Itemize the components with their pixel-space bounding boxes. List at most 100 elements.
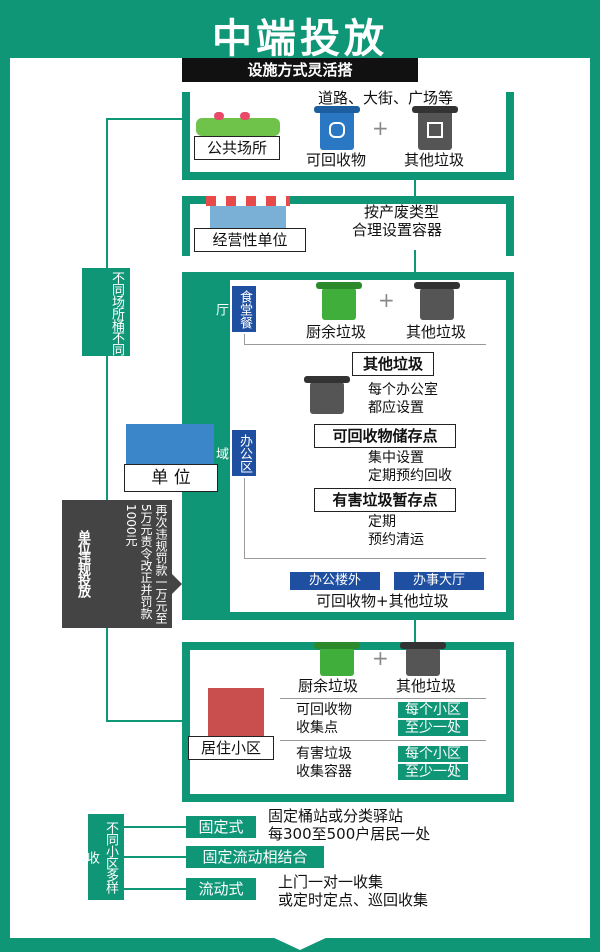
outside-text: 可回收物+其他垃圾 [316, 592, 449, 610]
recycle-bin-icon [320, 110, 354, 150]
plus-sign: + [372, 116, 389, 140]
business-line2: 合理设置容器 [352, 221, 443, 239]
connector-residential [106, 720, 186, 722]
business-label: 经营性单位 [194, 228, 306, 252]
link-3 [414, 620, 416, 642]
content-panel [10, 58, 590, 938]
bin-lid [414, 282, 460, 289]
connector-public [106, 118, 186, 120]
divider [244, 334, 245, 344]
public-caption: 道路、大街、广场等 [318, 89, 454, 107]
office-other-heading: 其他垃圾 [352, 352, 434, 376]
office-tag: 办公区域 [213, 430, 256, 476]
res-row-name: 收集点 [296, 720, 338, 736]
res-frame-right [506, 642, 514, 802]
plus-sign: + [372, 646, 389, 670]
unit-frame-top [182, 272, 512, 280]
office-hazard-desc: 定期 [368, 514, 396, 530]
divider [244, 478, 245, 558]
flower-icon [214, 112, 224, 120]
res-row-tag: 至少一处 [398, 720, 468, 736]
canteen-tag: 食堂餐厅 [213, 286, 256, 332]
outside-tag: 办公楼外 [290, 572, 380, 590]
divider [244, 558, 486, 559]
lawn-icon [196, 118, 280, 136]
business-frame-right [506, 196, 514, 256]
other-bin-icon [418, 110, 452, 150]
mode-tag-mobile: 流动式 [186, 878, 256, 900]
left-label: 不同场所桶不同 [109, 271, 124, 355]
res-frame-left [182, 642, 190, 802]
hall-tag: 办事大厅 [394, 572, 484, 590]
link-2 [414, 250, 416, 272]
res-row-tag: 至少一处 [398, 764, 468, 780]
bin-lid [314, 642, 360, 649]
bin-lid [304, 376, 350, 383]
office-recycle-heading: 可回收物储存点 [314, 424, 456, 448]
plus-sign: + [378, 288, 395, 312]
bin-lid [314, 106, 360, 113]
bin-label-other: 其他垃圾 [396, 677, 457, 695]
business-line1: 按产废类型 [364, 203, 440, 221]
office-other-desc: 都应设置 [368, 400, 424, 416]
other-bin-icon [420, 288, 454, 320]
connector [124, 888, 186, 890]
unit-frame-bottom [182, 612, 512, 620]
apartment-icon [208, 688, 264, 736]
link-1 [414, 180, 416, 196]
res-frame-bottom [182, 794, 512, 802]
flower-icon [240, 112, 250, 120]
business-frame-left [182, 196, 190, 256]
mode-desc: 每300至500户居民一处 [268, 825, 431, 843]
bin-label-kitchen: 厨余垃圾 [306, 323, 367, 341]
warning-text: 再次违规罚款一万元至5万元责令改正并罚款1000元 [124, 504, 168, 624]
public-frame-right [506, 92, 514, 180]
other-bin-icon [406, 648, 440, 676]
res-row-tag: 每个小区 [398, 746, 468, 762]
bin-lid [412, 106, 458, 113]
connector [124, 826, 186, 828]
public-label: 公共场所 [194, 136, 280, 160]
warning-heading: 单位违规投放 [75, 530, 90, 596]
collection-label: 不同小区多样收 [84, 821, 118, 893]
res-row-name: 收集容器 [296, 764, 352, 780]
connector [124, 856, 186, 858]
public-frame-left [182, 92, 190, 180]
kitchen-bin-icon [322, 288, 356, 320]
bottom-arrow [270, 936, 330, 950]
left-label-box [82, 268, 130, 356]
shop-awning-icon [206, 196, 290, 206]
mode-tag-combined: 固定流动相结合 [186, 846, 324, 868]
mode-desc: 固定桶站或分类驿站 [268, 807, 404, 825]
bin-label-recycle: 可回收物 [306, 151, 367, 169]
bin-label-other: 其他垃圾 [406, 323, 467, 341]
mode-tag-fixed: 固定式 [186, 816, 256, 838]
office-hazard-heading: 有害垃圾暂存点 [314, 488, 456, 512]
left-connector [106, 118, 108, 720]
divider [280, 740, 486, 741]
callout-pointer [172, 574, 182, 594]
office-hazard-desc: 预约清运 [368, 532, 424, 548]
bin-lid [316, 282, 362, 289]
office-building-icon [126, 424, 214, 464]
res-row-name: 可回收物 [296, 702, 352, 718]
other-bin-icon [310, 382, 344, 414]
office-recycle-desc: 集中设置 [368, 450, 424, 466]
residential-label: 居住小区 [188, 736, 274, 760]
office-other-desc: 每个办公室 [368, 382, 438, 398]
kitchen-bin-icon [320, 648, 354, 676]
business-frame-top [182, 196, 512, 204]
bin-lid [400, 642, 446, 649]
res-row-name: 有害垃圾 [296, 746, 352, 762]
warning-callout [62, 500, 172, 628]
mode-desc: 上门一对一收集 [278, 873, 384, 891]
collection-label-box [88, 814, 124, 900]
mode-desc: 或定时定点、巡回收集 [278, 891, 429, 909]
unit-frame-right [506, 272, 514, 620]
bin-label-other: 其他垃圾 [404, 151, 465, 169]
public-frame-bottom [182, 172, 512, 180]
res-row-tag: 每个小区 [398, 702, 468, 718]
divider [244, 344, 486, 345]
shop-icon [210, 206, 286, 228]
office-recycle-desc: 定期预约回收 [368, 468, 452, 484]
